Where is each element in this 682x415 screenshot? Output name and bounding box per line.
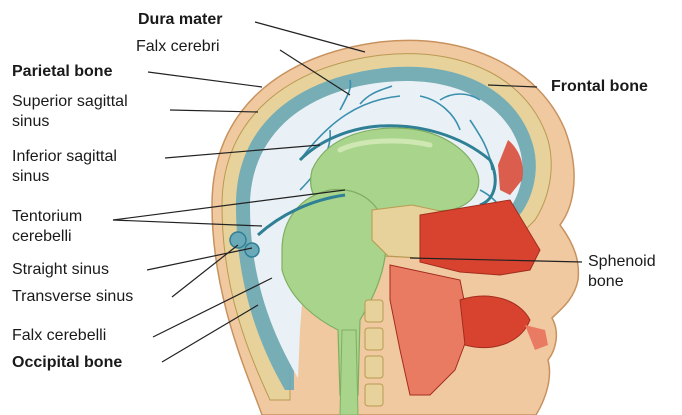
label-tentorium-cerebelli-line1: Tentorium: [12, 207, 82, 227]
label-sphenoid-bone-line2: bone: [588, 272, 656, 292]
label-superior-sagittal-sinus-line2: sinus: [12, 112, 128, 132]
label-straight-sinus: Straight sinus: [12, 260, 109, 280]
label-dura-mater: Dura mater: [138, 10, 222, 30]
spinal-cord: [340, 330, 358, 415]
label-occipital-bone: Occipital bone: [12, 353, 122, 373]
straight-sinus-shape: [245, 243, 259, 257]
label-tentorium-cerebelli-line2: cerebelli: [12, 227, 82, 247]
label-inferior-sagittal-sinus: Inferior sagittal sinus: [12, 147, 117, 187]
label-parietal-bone: Parietal bone: [12, 62, 112, 82]
label-falx-cerebelli: Falx cerebelli: [12, 326, 106, 346]
label-falx-cerebri: Falx cerebri: [136, 37, 220, 57]
label-tentorium-cerebelli: Tentorium cerebelli: [12, 207, 82, 247]
label-superior-sagittal-sinus: Superior sagittal sinus: [12, 92, 128, 132]
label-sphenoid-bone-line1: Sphenoid: [588, 252, 656, 272]
label-inferior-sagittal-sinus-line1: Inferior sagittal: [12, 147, 117, 167]
leader-dura-mater: [255, 22, 365, 52]
label-sphenoid-bone: Sphenoid bone: [588, 252, 656, 292]
leader-parietal-bone: [148, 72, 262, 87]
label-superior-sagittal-sinus-line1: Superior sagittal: [12, 92, 128, 112]
label-frontal-bone: Frontal bone: [551, 77, 648, 97]
label-inferior-sagittal-sinus-line2: sinus: [12, 167, 117, 187]
label-transverse-sinus: Transverse sinus: [12, 287, 133, 307]
